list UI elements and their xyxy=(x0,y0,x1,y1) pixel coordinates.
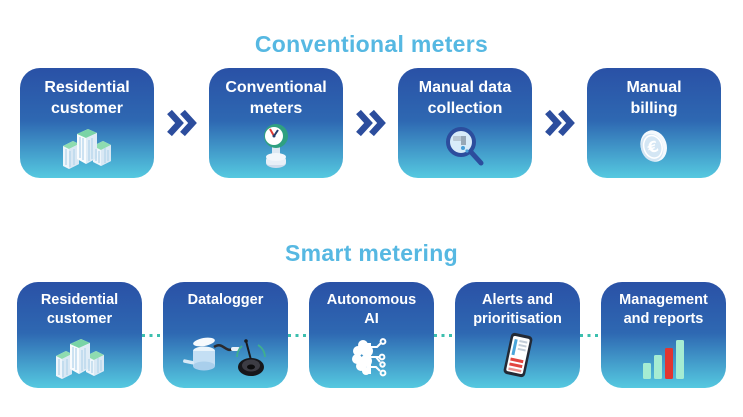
smart-flow-row: Residential customer Datalogger Autonomous… xyxy=(17,282,726,388)
box-label: Manual data collection xyxy=(418,79,512,118)
box-label: Manual billing xyxy=(626,79,682,118)
chevron-right-icon xyxy=(154,68,209,178)
box-label: Management and reports xyxy=(619,292,708,328)
box-label: Conventional meters xyxy=(225,79,327,118)
flow-box-management-and-reports: Management and reports xyxy=(601,282,726,388)
building-icon xyxy=(60,125,114,169)
chevron-right-icon xyxy=(343,68,398,178)
ai-brain-icon xyxy=(349,335,395,379)
flow-box-datalogger: Datalogger xyxy=(163,282,288,388)
chevron-right-icon xyxy=(532,68,587,178)
gauge-meter-icon xyxy=(258,123,294,169)
dotted-connector xyxy=(142,282,163,388)
flow-box-autonomous-ai: Autonomous AI xyxy=(309,282,434,388)
flow-box-manual-billing: Manual billing € xyxy=(587,68,721,178)
datalogger-icon xyxy=(182,333,269,379)
box-label: Residential customer xyxy=(44,79,130,118)
bar-chart-icon xyxy=(639,337,689,379)
dotted-connector xyxy=(580,282,601,388)
svg-text:€: € xyxy=(644,137,660,158)
flow-box-conventional-meters: Conventional meters xyxy=(209,68,343,178)
building-icon xyxy=(53,335,107,379)
dotted-connector xyxy=(288,282,309,388)
conventional-flow-row: Residential customer Conventional meters M… xyxy=(20,68,721,178)
box-label: Autonomous AI xyxy=(326,292,417,328)
flow-box-manual-data-collection: Manual data collection xyxy=(398,68,532,178)
alert-phone-icon xyxy=(497,331,539,379)
flow-box-alerts-and-prioritisation: Alerts and prioritisation xyxy=(455,282,580,388)
flow-box-residential-customer: Residential customer xyxy=(20,68,154,178)
box-label: Residential customer xyxy=(40,292,119,328)
box-label: Alerts and prioritisation xyxy=(473,292,562,328)
smart-metering-title: Smart metering xyxy=(285,240,458,267)
dotted-connector xyxy=(434,282,455,388)
euro-coin-icon: € xyxy=(632,125,676,169)
flow-box-residential-customer: Residential customer xyxy=(17,282,142,388)
magnifier-inspection-icon xyxy=(443,125,487,169)
conventional-meters-title: Conventional meters xyxy=(254,31,489,58)
box-label: Datalogger xyxy=(187,292,264,308)
